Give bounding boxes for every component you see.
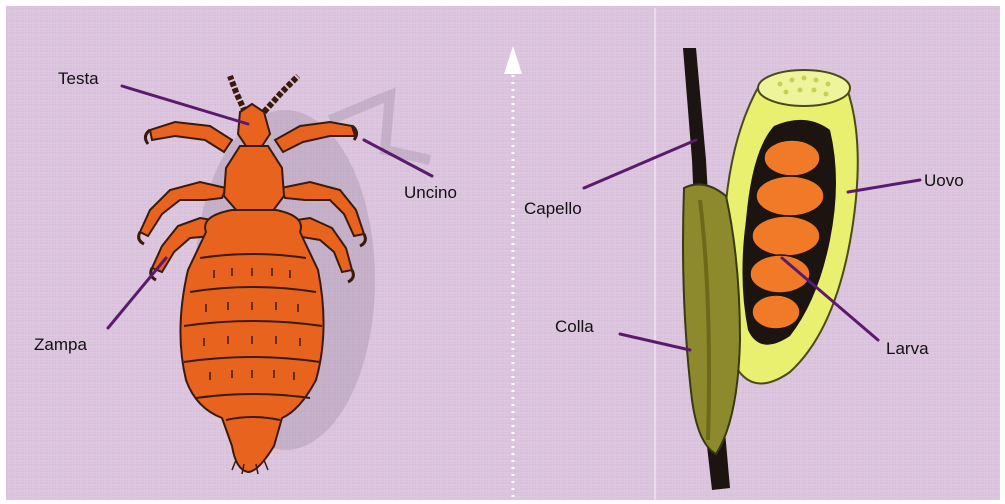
label-capello: Capello [524, 199, 582, 218]
label-uncino: Uncino [404, 183, 457, 202]
label-testa: Testa [58, 69, 99, 88]
label-larva: Larva [886, 339, 929, 358]
label-uovo: Uovo [924, 171, 964, 190]
label-zampa: Zampa [34, 335, 87, 354]
background-panel [6, 6, 1000, 500]
label-colla: Colla [555, 317, 594, 336]
